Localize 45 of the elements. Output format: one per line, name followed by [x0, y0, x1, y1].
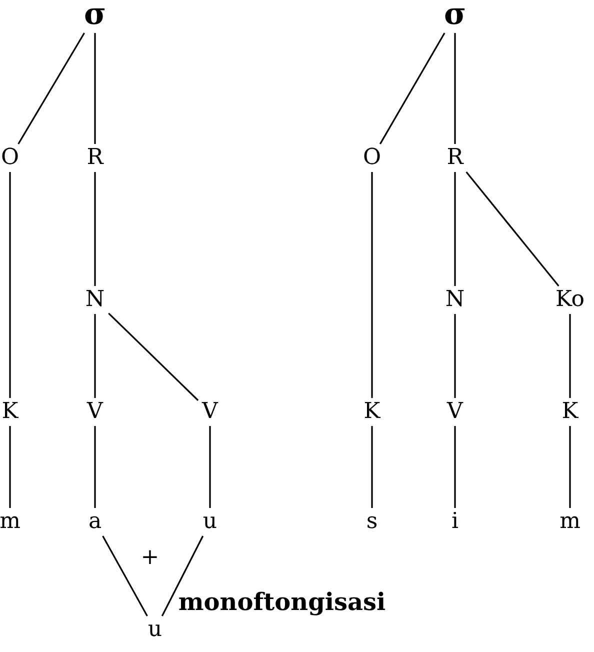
tree-branch [371, 172, 373, 398]
tree-branch [454, 426, 456, 508]
tree-label: R [444, 146, 466, 170]
syllable-symbol: σ [442, 0, 468, 31]
tree-branch [454, 314, 456, 398]
tree-label: s [364, 510, 380, 534]
tree-branch [379, 32, 446, 144]
tree-branch [94, 314, 96, 398]
tree-branch [454, 172, 456, 286]
tree-label: m [0, 510, 22, 534]
tree-branch [569, 426, 571, 508]
tree-label: u [200, 510, 220, 534]
tree-branch [9, 172, 11, 398]
tree-label: V [85, 400, 105, 424]
tree-label: K [560, 400, 580, 424]
tree-label: K [0, 400, 20, 424]
tree-branch [569, 314, 571, 398]
syllable-symbol: σ [82, 0, 108, 31]
tree-branch [466, 172, 560, 286]
tree-label: R [84, 146, 106, 170]
tree-label: m [558, 510, 582, 534]
tree-label: V [445, 400, 465, 424]
tree-branch [209, 426, 211, 508]
tree-label: V [200, 400, 220, 424]
tree-branch [371, 426, 373, 508]
process-label: monoftongisasi [178, 590, 386, 614]
tree-branch [9, 426, 11, 508]
tree-label: K [362, 400, 382, 424]
tree-label: N [443, 288, 467, 312]
tree-label: u [146, 618, 164, 642]
tree-label: Ko [553, 288, 587, 312]
tree-branch [18, 32, 85, 144]
tree-branch [94, 426, 96, 508]
tree-label: O [0, 146, 22, 170]
plus-sign: + [140, 547, 160, 569]
tree-branch [94, 33, 96, 144]
tree-label: N [83, 288, 107, 312]
tree-branch [94, 172, 96, 286]
tree-branch [161, 536, 204, 616]
tree-label: a [86, 510, 104, 534]
tree-branch [102, 536, 148, 616]
tree-label: i [449, 510, 461, 534]
tree-branch [108, 312, 199, 401]
tree-label: O [360, 146, 384, 170]
tree-branch [454, 33, 456, 144]
